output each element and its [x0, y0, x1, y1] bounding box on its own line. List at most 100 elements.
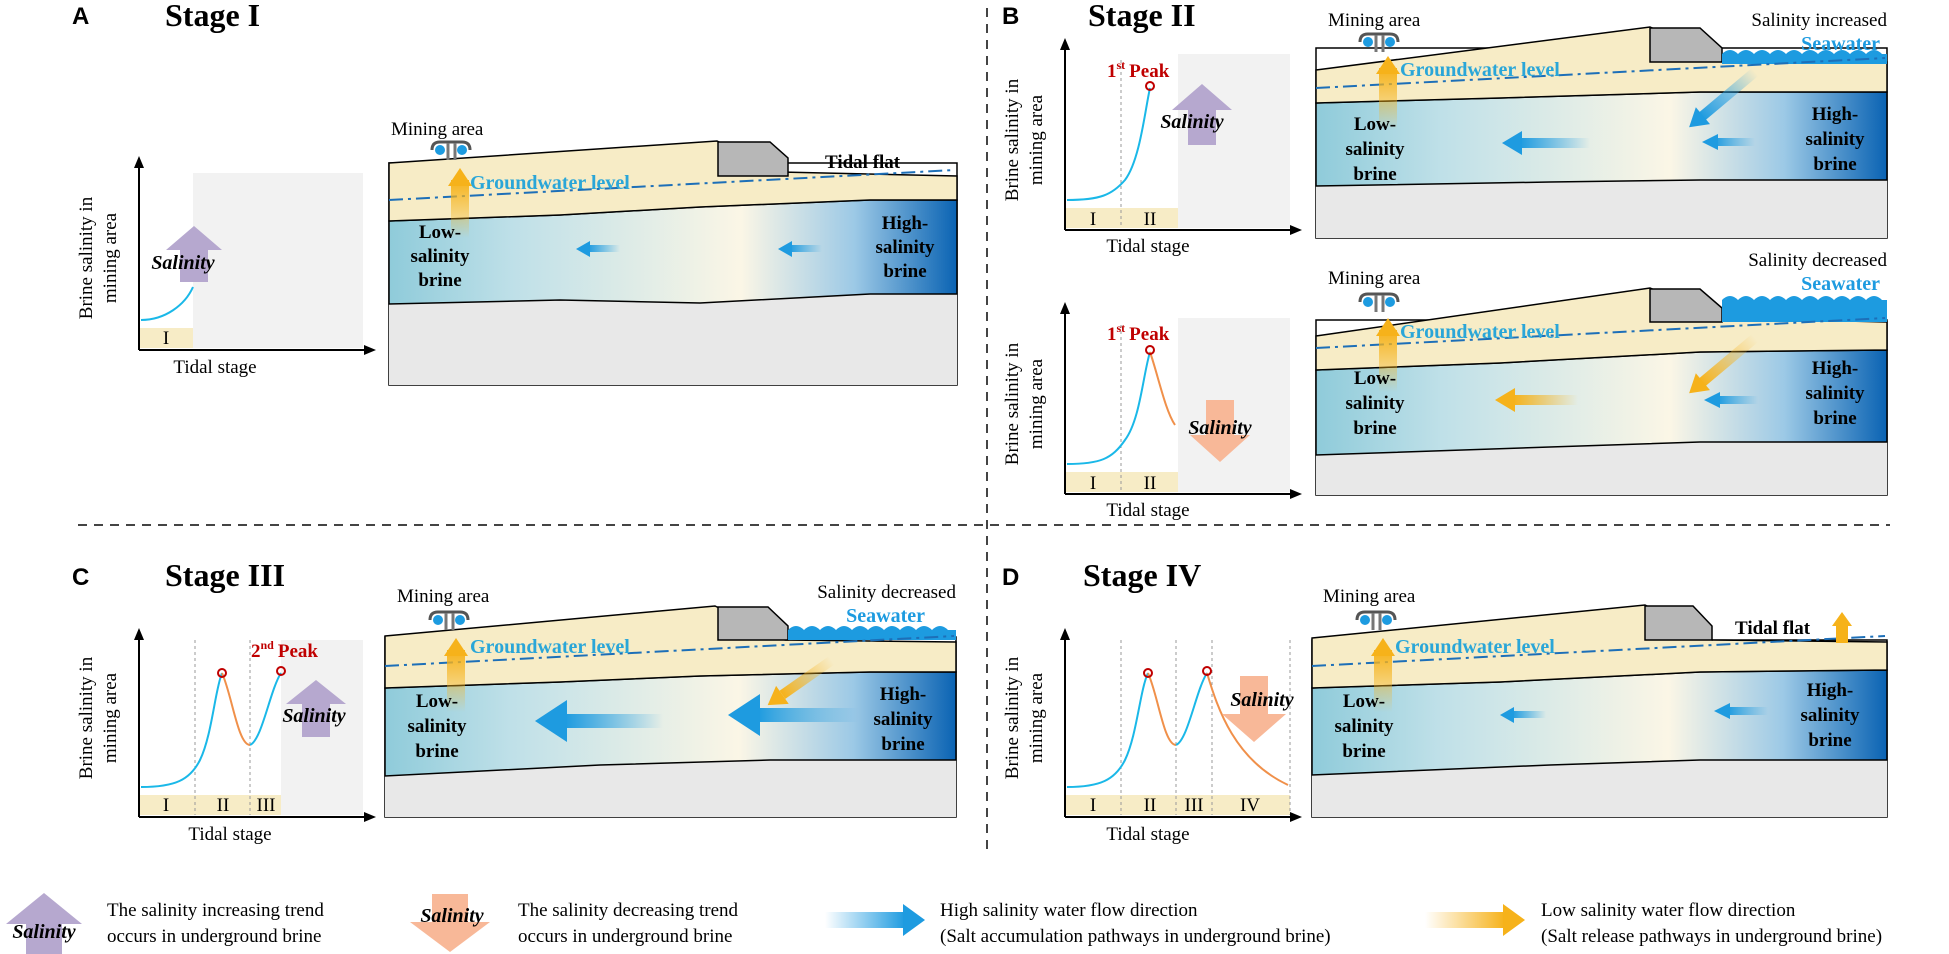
pump-icon	[430, 140, 472, 160]
pump-icon	[1358, 32, 1400, 52]
y-axis-label-d-2: mining area	[1026, 672, 1047, 763]
y-axis-label-a-1: Brine salinity in	[76, 196, 97, 319]
low-brine-b1-2: salinity	[1345, 139, 1405, 160]
high-brine-b2-1: High-	[1812, 358, 1858, 379]
flow-arrow-orange	[1689, 373, 1710, 394]
salinity-label-d: Salinity	[1230, 689, 1293, 711]
legend-decrease-text-1: The salinity decreasing trend	[518, 900, 739, 921]
groundwater-level-d: Groundwater level	[1395, 636, 1555, 658]
panel-a: A Stage I I Salinity Tidal stage Brine s…	[72, 0, 958, 386]
seawater-surface	[788, 630, 956, 640]
x-axis-label-b1: Tidal stage	[1106, 236, 1189, 257]
flow-arrow-blue	[1704, 392, 1720, 408]
flow-arrow-blue	[535, 700, 567, 742]
high-brine-c-3: brine	[881, 734, 924, 755]
up-arrow	[1376, 56, 1400, 74]
legend-increase-text-2: occurs in underground brine	[107, 926, 321, 947]
salinity-increased-b1: Salinity increased	[1751, 10, 1887, 31]
low-brine-a-2: salinity	[410, 246, 470, 267]
panel-letter-a: A	[72, 3, 89, 30]
y-axis-label-b1-1: Brine salinity in	[1002, 78, 1023, 201]
low-brine-b1-1: Low-	[1354, 114, 1396, 135]
cross-section-b1: Groundwater level Mining area Salinity i…	[1315, 10, 1888, 239]
pump-icon	[1358, 292, 1400, 312]
cross-section-a: Groundwater level Mining area Tidal flat…	[388, 119, 958, 386]
groundwater-level-c: Groundwater level	[470, 636, 630, 658]
groundwater-level-a: Groundwater level	[470, 172, 630, 194]
legend-salinity-2: Salinity	[420, 905, 483, 927]
salinity-graph-a: I Salinity Tidal stage Brine salinity in…	[76, 156, 376, 378]
stage-label-ii: II	[1144, 209, 1157, 230]
legend-low-text-2: (Salt release pathways in underground br…	[1541, 926, 1882, 947]
flow-arrow-orange	[1495, 388, 1515, 412]
legend-decrease-arrow	[410, 894, 490, 952]
high-brine-b2-2: salinity	[1805, 383, 1865, 404]
x-axis-label-d: Tidal stage	[1106, 824, 1189, 845]
tidal-flat-a: Tidal flat	[825, 152, 901, 173]
salinity-label-b1: Salinity	[1160, 111, 1223, 133]
y-axis-label-b2-1: Brine salinity in	[1002, 342, 1023, 465]
up-arrow	[448, 168, 472, 186]
stage-label-i: I	[1090, 209, 1096, 230]
legend-low-text-1: Low salinity water flow direction	[1541, 900, 1796, 921]
stage-label-i: I	[1090, 795, 1096, 816]
stage-title-c: Stage III	[165, 557, 285, 593]
y-axis-label-b1-2: mining area	[1026, 94, 1047, 185]
mining-area-a: Mining area	[391, 119, 484, 140]
pump-icon	[428, 610, 470, 630]
stage-title-a: Stage I	[165, 0, 260, 33]
stage-label-ii: II	[1144, 473, 1157, 494]
legend-low-flow: Low salinity water flow direction (Salt …	[1425, 900, 1882, 947]
panel-letter-c: C	[72, 564, 89, 591]
building	[717, 606, 789, 641]
high-brine-b1-2: salinity	[1805, 129, 1865, 150]
low-brine-d-2: salinity	[1334, 716, 1394, 737]
salinity-decreased-b2: Salinity decreased	[1748, 250, 1887, 271]
low-brine-b2-1: Low-	[1354, 368, 1396, 389]
salinity-decrease-arrow	[1190, 400, 1250, 462]
x-axis-label-a: Tidal stage	[173, 357, 256, 378]
low-brine-b2-3: brine	[1353, 418, 1396, 439]
low-brine-b2-2: salinity	[1345, 393, 1405, 414]
legend: Salinity The salinity increasing trend o…	[6, 893, 1882, 954]
stage-label-i: I	[163, 328, 169, 349]
high-brine-d-1: High-	[1807, 680, 1853, 701]
flow-arrow-blue	[1714, 703, 1730, 719]
seawater-b2: Seawater	[1801, 273, 1880, 295]
building	[1644, 605, 1713, 641]
stage-label-ii: II	[1144, 795, 1157, 816]
stage-label-ii: II	[217, 795, 230, 816]
legend-increase: Salinity The salinity increasing trend o…	[6, 893, 324, 954]
legend-decrease-text-2: occurs in underground brine	[518, 926, 732, 947]
low-brine-a-3: brine	[418, 270, 461, 291]
cross-section-c: Groundwater level Mining area Salinity d…	[384, 582, 957, 818]
salinity-label-c: Salinity	[282, 705, 345, 727]
stage-label-i: I	[1090, 473, 1096, 494]
y-axis-label-d-1: Brine salinity in	[1002, 656, 1023, 779]
up-arrow	[1832, 612, 1852, 626]
low-brine-c-2: salinity	[407, 716, 467, 737]
y-axis-label-a-2: mining area	[100, 212, 121, 303]
salinity-increase-arrow	[166, 226, 222, 282]
y-axis-label-c-2: mining area	[100, 672, 121, 763]
pump-icon	[1355, 610, 1397, 630]
high-brine-a-2: salinity	[875, 237, 935, 258]
panel-letter-d: D	[1002, 564, 1019, 591]
flow-arrow-blue	[1689, 107, 1710, 128]
high-brine-a-3: brine	[883, 261, 926, 282]
panel-letter-b: B	[1002, 3, 1019, 30]
groundwater-level-b1: Groundwater level	[1400, 59, 1560, 81]
salinity-increase-arrow	[1172, 84, 1232, 145]
legend-decrease: Salinity The salinity decreasing trend o…	[410, 894, 739, 952]
stage-label-iii: III	[257, 795, 276, 816]
y-axis-label-c-1: Brine salinity in	[76, 656, 97, 779]
low-brine-a-1: Low-	[419, 222, 461, 243]
flow-arrow-blue	[1500, 707, 1514, 723]
legend-high-text-1: High salinity water flow direction	[940, 900, 1198, 921]
stage-title-d: Stage IV	[1083, 557, 1201, 593]
